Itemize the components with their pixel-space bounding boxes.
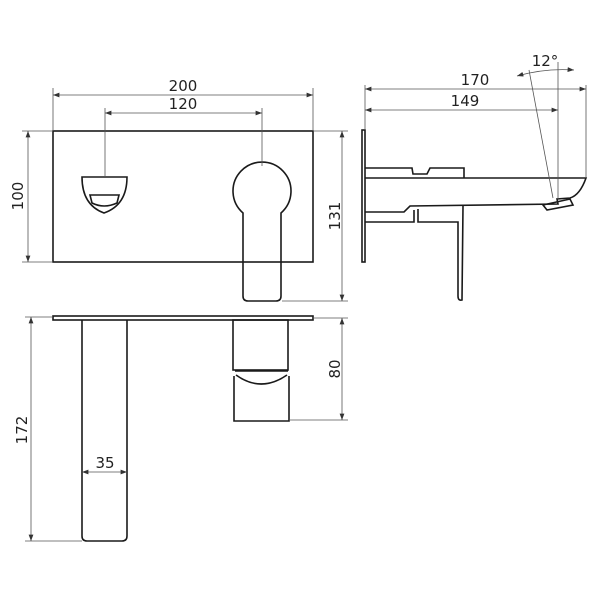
dim-spout-length: 172: [13, 416, 31, 445]
side-wall-plate: [361, 129, 366, 263]
dim-spout-projection: 170: [461, 71, 490, 89]
dim-plate-width: 200: [169, 77, 198, 95]
side-view: 170 149 12°: [361, 52, 588, 301]
dim-overall-height: 131: [326, 202, 344, 231]
dim-centres: 120: [169, 95, 198, 113]
top-spout: [81, 320, 128, 542]
dim-spout-width: 35: [95, 454, 114, 472]
dim-body-depth: 80: [326, 359, 344, 378]
wall-plate: [52, 130, 314, 263]
valve-body: [232, 319, 289, 371]
spout-aerator: [88, 194, 121, 207]
lever-handle: [232, 161, 292, 302]
dim-plate-height: 100: [9, 182, 27, 211]
dim-outlet-projection: 149: [451, 92, 480, 110]
spout-outlet: [81, 176, 128, 214]
top-view: 172 35 80: [13, 315, 348, 542]
side-aerator: [541, 198, 575, 211]
dim-outlet-angle: 12°: [532, 52, 559, 70]
front-view: 200 120 100 131: [9, 77, 348, 302]
